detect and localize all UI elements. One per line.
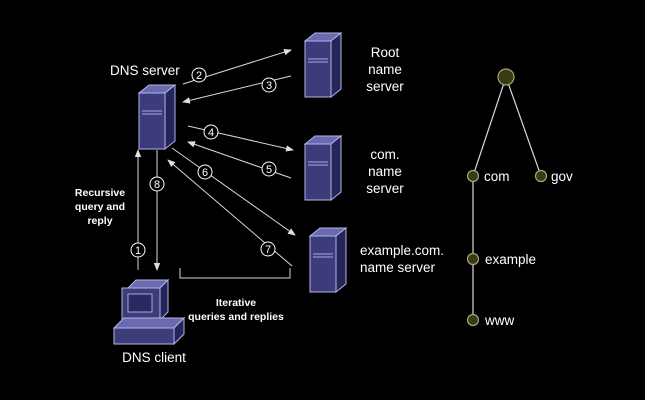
example-server-icon <box>309 227 347 293</box>
step-number-2: 2 <box>196 70 202 82</box>
example-server-label-line2: name server <box>360 260 436 275</box>
computer-icon <box>112 278 186 346</box>
step-circle-5: 5 <box>261 161 277 177</box>
domain-tree-edges <box>472 76 542 320</box>
root-server-label-line2: name <box>368 62 402 77</box>
recursive-label-line3: reply <box>87 215 112 227</box>
com-server-label-line3: server <box>366 181 404 196</box>
step-number-5: 5 <box>266 164 272 176</box>
iterative-bracket <box>179 268 291 279</box>
tree-label-example: example <box>485 252 536 267</box>
iterative-label-line1: Iterative <box>216 297 256 309</box>
step-number-1: 1 <box>135 245 141 257</box>
com-server-label-line2: name <box>368 164 402 179</box>
example-server-label-line1: example.com. <box>360 243 444 258</box>
step-number-7: 7 <box>265 244 271 256</box>
step-number-6: 6 <box>202 167 208 179</box>
step-circle-8: 8 <box>149 176 165 192</box>
step-number-3: 3 <box>266 80 272 92</box>
iterative-label-line2: queries and replies <box>188 311 284 323</box>
com-server-icon <box>304 135 342 201</box>
root-server-label-line1: Root <box>371 45 400 60</box>
dns-server-label: DNS server <box>110 63 180 78</box>
tree-node-example <box>466 252 480 266</box>
step-circle-6: 6 <box>197 164 213 180</box>
step-number-8: 8 <box>154 179 160 191</box>
tree-node-www <box>466 313 480 327</box>
step-circle-2: 2 <box>191 67 207 83</box>
step-circle-4: 4 <box>203 124 219 140</box>
arrow-4 <box>187 125 294 152</box>
tree-node-com <box>466 169 480 183</box>
tree-node-gov <box>534 169 548 183</box>
com-server-label-line1: com. <box>370 147 399 162</box>
tree-label-gov: gov <box>551 169 573 184</box>
root-server-icon <box>304 32 342 98</box>
step-number-4: 4 <box>208 127 214 139</box>
step-circle-7: 7 <box>260 241 276 257</box>
root-server-label-line3: server <box>366 79 404 94</box>
arrow-6 <box>171 147 296 236</box>
tree-node-root <box>497 68 515 86</box>
tree-label-www: www <box>484 313 514 328</box>
step-circle-1: 1 <box>130 242 146 258</box>
tree-label-com: com <box>484 169 510 184</box>
dns-server-icon <box>138 84 176 150</box>
recursive-label-line1: Recursive <box>75 187 125 199</box>
recursive-label-line2: query and <box>75 201 125 213</box>
dns-client-label: DNS client <box>122 350 186 365</box>
step-circle-3: 3 <box>261 77 277 93</box>
